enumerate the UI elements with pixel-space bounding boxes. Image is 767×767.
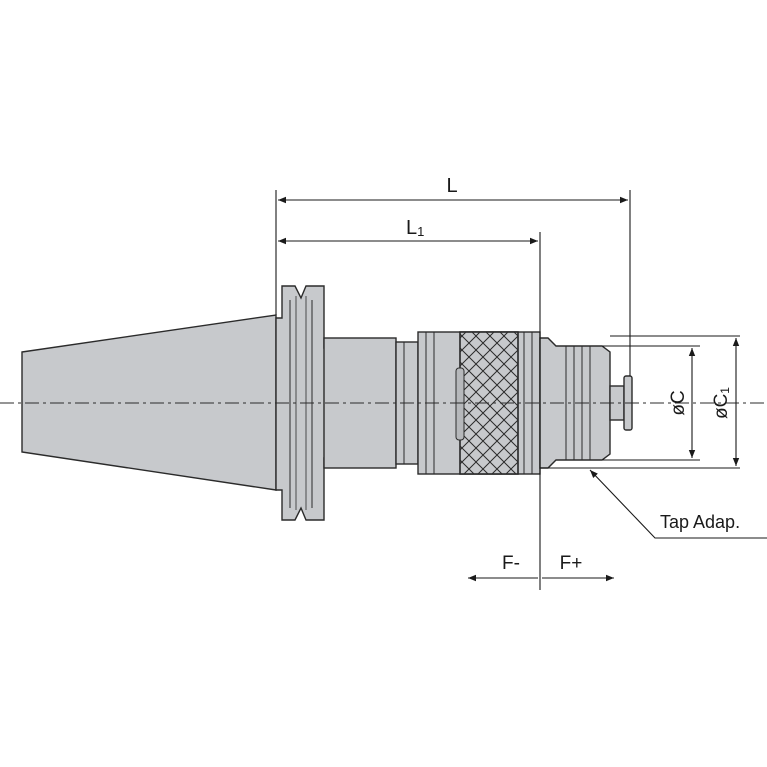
label-F-plus: F+: [560, 553, 583, 574]
label-tap-adapter: Tap Adap.: [660, 512, 740, 532]
label-C1: øC1: [711, 387, 732, 419]
label-L: L: [446, 175, 457, 197]
dimension-lines: [275, 190, 767, 590]
label-F-minus: F-: [502, 553, 520, 574]
tap-adapter-leader: [589, 469, 767, 539]
label-L1: L1: [406, 217, 424, 239]
label-C: øC: [668, 390, 689, 415]
dimension-labels: L L1 øC øC1 F- F+ Tap Adap.: [406, 175, 740, 574]
